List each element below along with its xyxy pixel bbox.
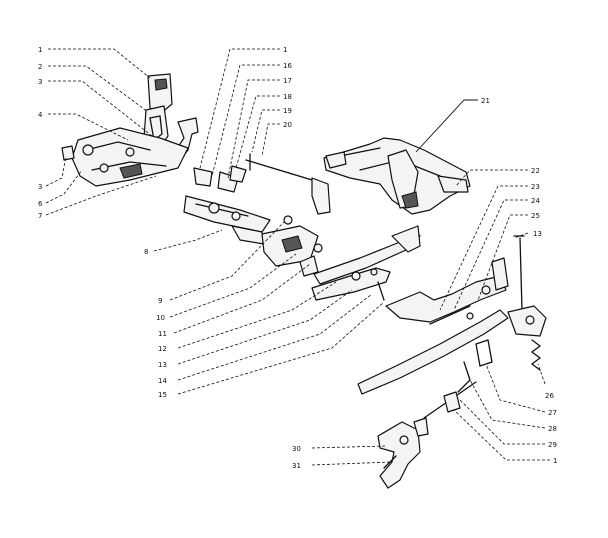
part-lower-right-bar <box>357 235 547 419</box>
callout-18: 18 <box>283 93 292 101</box>
part-frame-21 <box>323 137 471 215</box>
callout-21: 21 <box>481 97 490 105</box>
callout-2: 2 <box>38 63 42 71</box>
callout-9: 9 <box>158 297 162 305</box>
callout-7: 7 <box>38 212 42 220</box>
callout-26: 26 <box>545 392 554 400</box>
callout-15: 15 <box>158 391 167 399</box>
callout-19: 19 <box>283 107 292 115</box>
callout-8: 8 <box>144 248 148 256</box>
callout-31: 31 <box>292 462 301 470</box>
callout-24: 24 <box>531 197 540 205</box>
leader-lines <box>45 48 550 466</box>
callout-14: 14 <box>158 377 167 385</box>
callout-23: 23 <box>531 183 540 191</box>
callout-20: 20 <box>283 121 292 129</box>
callout-30: 30 <box>292 445 301 453</box>
callout-1-top-left: 1 <box>38 46 42 54</box>
callout-25: 25 <box>531 212 540 220</box>
callout-3-upper: 3 <box>38 78 42 86</box>
part-central-shaft-assembly <box>183 153 331 245</box>
callout-labels: 1 2 3 4 3 6 7 8 1 16 17 18 19 20 21 9 10… <box>38 46 557 470</box>
part-clamp-cluster <box>261 215 323 277</box>
callout-3-lower: 3 <box>38 183 42 191</box>
callout-11: 11 <box>158 330 167 338</box>
callout-12: 12 <box>158 345 167 353</box>
callout-4: 4 <box>38 111 43 119</box>
callout-6: 6 <box>38 200 43 208</box>
part-long-rail <box>311 225 421 301</box>
part-bottom-lever <box>377 417 429 489</box>
callout-28: 28 <box>548 425 557 433</box>
callout-22: 22 <box>531 167 540 175</box>
callout-1-bottom-right: 1 <box>553 457 557 465</box>
callout-29: 29 <box>548 441 557 449</box>
callout-13-right: 13 <box>533 230 542 238</box>
callout-10: 10 <box>156 314 165 322</box>
callout-13-left: 13 <box>158 361 167 369</box>
part-upper-left-bracket-assembly <box>61 73 199 187</box>
callout-17: 17 <box>283 77 292 85</box>
callout-16: 16 <box>283 62 292 70</box>
callout-27: 27 <box>548 409 557 417</box>
callout-1-top-center: 1 <box>283 46 287 54</box>
